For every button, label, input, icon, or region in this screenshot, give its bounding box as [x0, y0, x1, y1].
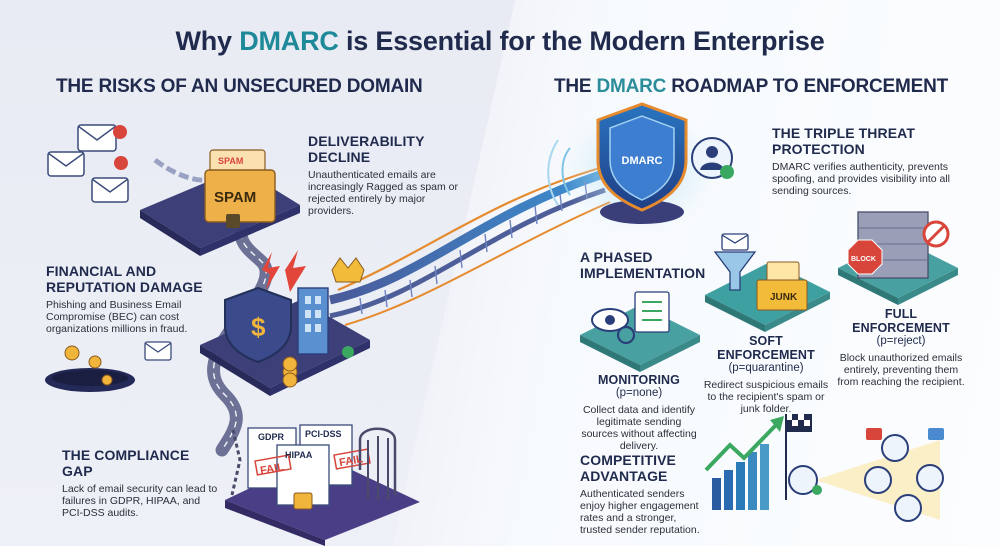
compliance-block: THE COMPLIANCE GAP Lack of email securit… [62, 447, 222, 519]
full-enforcement-text: Block unauthorized emails entirely, prev… [837, 352, 965, 388]
competitive-block: COMPETITIVE ADVANTAGE Authenticated send… [580, 452, 705, 536]
growth-chart-graphic [704, 414, 944, 522]
left-section-heading: THE RISKS OF AN UNSECURED DOMAIN [56, 76, 423, 97]
sinkhole-graphic [45, 341, 172, 392]
full-enforcement-block: FULL ENFORCEMENT (p=reject) Block unauth… [836, 307, 966, 388]
right-section-heading: THE DMARC ROADMAP TO ENFORCEMENT [554, 76, 949, 97]
main-title: Why DMARC is Essential for the Modern En… [175, 26, 825, 56]
financial-platform: $ [200, 250, 370, 396]
junk-folder-label: JUNK [770, 292, 798, 303]
doc-pci-label: PCI-DSS [305, 429, 342, 439]
soft-enforcement-block: SOFT ENFORCEMENT (p=quarantine) Redirect… [702, 334, 830, 415]
full-enforcement-policy: (p=reject) [876, 335, 926, 347]
compliance-platform [225, 424, 420, 546]
spam-platform [140, 149, 300, 256]
main-title-accent: DMARC [239, 26, 339, 56]
doc-gdpr-label: GDPR [258, 432, 285, 442]
deliverability-title: DELIVERABILITY DECLINE [308, 133, 425, 165]
soft-enforcement-policy: (p=quarantine) [728, 362, 804, 374]
financial-block: FINANCIAL AND REPUTATION DAMAGE Phishing… [46, 263, 206, 335]
monitoring-title: MONITORING [597, 373, 681, 387]
dmarc-shield-label: DMARC [622, 155, 663, 167]
bridge-graphic [329, 166, 611, 326]
full-enforcement-title: FULL ENFORCEMENT [852, 307, 950, 335]
phased-title: A PHASED IMPLEMENTATION [580, 249, 706, 281]
monitoring-text: Collect data and identify legitimate sen… [581, 404, 697, 452]
doc-hipaa-label: HIPAA [285, 450, 313, 460]
soft-enforcement-platform [705, 233, 830, 332]
fail-stamp-2: FAIL [338, 453, 364, 469]
rejected-envelopes [47, 124, 129, 203]
triple-threat-title: THE TRIPLE THREAT PROTECTION [772, 125, 915, 157]
block-sign-label: BLOCK [851, 256, 876, 263]
deliverability-text: Unauthenticated emails are increasingly … [308, 169, 458, 217]
competitive-title: COMPETITIVE ADVANTAGE [580, 452, 676, 484]
fail-stamp-1: FAIL [259, 461, 285, 477]
soft-enforcement-text: Redirect suspicious emails to the recipi… [703, 379, 829, 415]
deliverability-block: DELIVERABILITY DECLINE Unauthenticated e… [308, 133, 463, 217]
competitive-text: Authenticated senders enjoy higher engag… [580, 488, 700, 536]
monitoring-policy: (p=none) [615, 387, 663, 399]
dmarc-shield-graphic [547, 102, 734, 235]
monitoring-platform [580, 291, 700, 372]
monitoring-block: MONITORING (p=none) Collect data and ide… [578, 373, 700, 452]
spam-sheet-label: SPAM [218, 156, 243, 166]
spam-folder-label: SPAM [214, 189, 256, 206]
full-enforcement-platform [838, 211, 958, 305]
compliance-title: THE COMPLIANCE GAP [62, 447, 190, 479]
financial-text: Phishing and Business Email Compromise (… [46, 299, 188, 335]
phased-block: A PHASED IMPLEMENTATION [580, 249, 706, 281]
financial-title: FINANCIAL AND REPUTATION DAMAGE [46, 263, 203, 295]
triple-threat-text: DMARC verifies authenticity, prevents sp… [772, 161, 951, 197]
triple-threat-block: THE TRIPLE THREAT PROTECTION DMARC verif… [772, 125, 952, 197]
soft-enforcement-title: SOFT ENFORCEMENT [717, 334, 815, 362]
svg-text:$: $ [251, 312, 266, 342]
compliance-text: Lack of email security can lead to failu… [62, 483, 218, 519]
